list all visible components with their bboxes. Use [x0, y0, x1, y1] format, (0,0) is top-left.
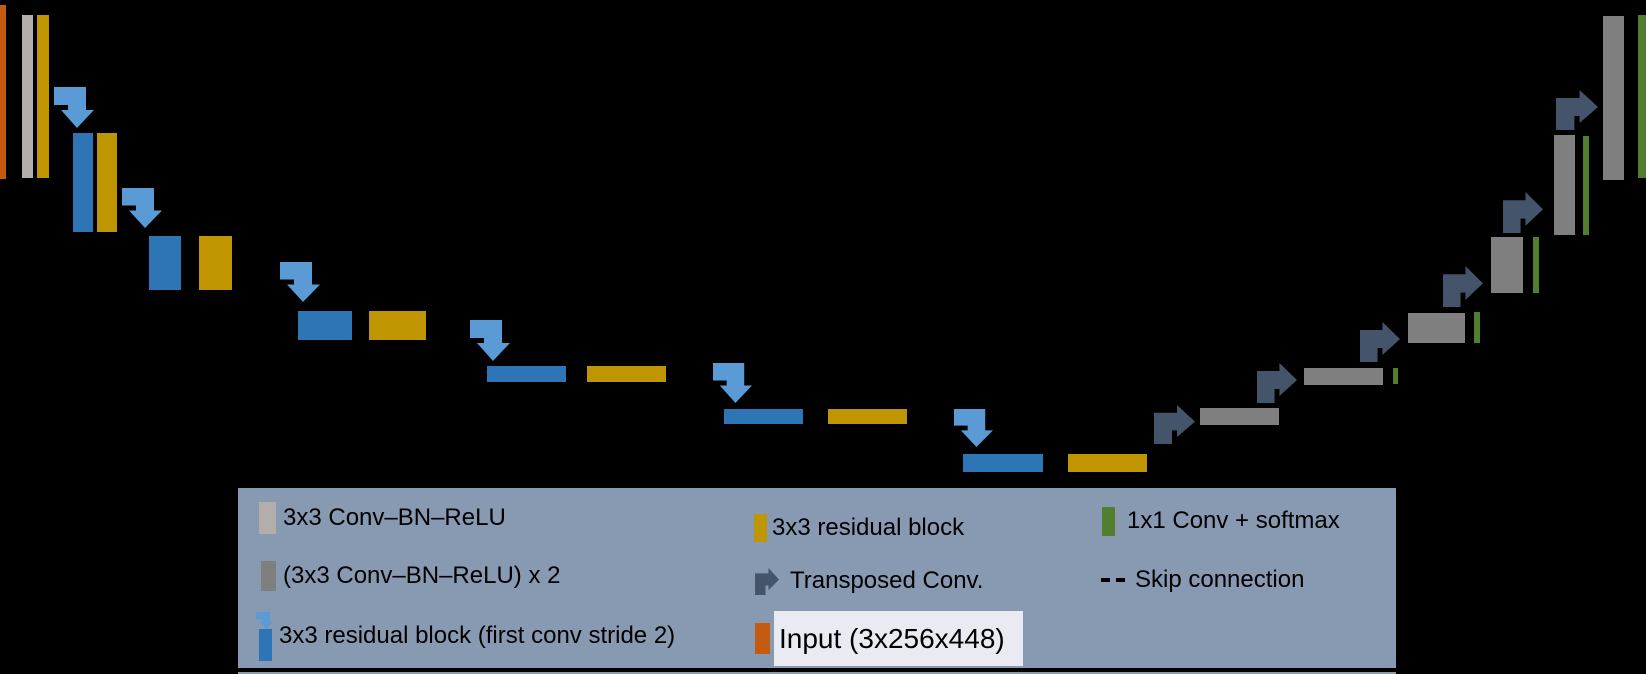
softmax-conv-block: [1533, 237, 1539, 293]
transposed-conv-arrow-icon: [1360, 322, 1400, 362]
residual-swatch: [754, 514, 767, 542]
legend-item-skip-connection: Skip connection: [1101, 565, 1304, 595]
strided-residual-swatch: [258, 628, 272, 661]
skip-connection-icon: [1101, 578, 1125, 582]
input-highlight-box: Input (3x256x448): [774, 611, 1023, 666]
legend-item-residual: 3x3 residual block: [754, 514, 964, 542]
softmax-swatch: [1102, 506, 1115, 536]
conv-swatch: [259, 501, 276, 534]
softmax-conv-block: [1393, 368, 1398, 384]
legend-panel: 3x3 Conv–BN–ReLU (3x3 Conv–BN–ReLU) x 2 …: [238, 488, 1396, 674]
input-swatch: [755, 623, 770, 654]
residual-block: [37, 15, 49, 178]
legend-item-transposed-conv: Transposed Conv.: [755, 567, 983, 595]
downsample-arrow-icon: [470, 320, 510, 361]
residual-block: [369, 311, 426, 340]
legend-label-input: Input (3x256x448): [779, 622, 1005, 654]
legend-bottom-line: [238, 668, 1396, 672]
legend-label-strided-residual: 3x3 residual block (first conv stride 2): [279, 622, 676, 649]
residual-block: [1068, 454, 1147, 472]
residual-block: [828, 409, 907, 424]
softmax-conv-block: [1583, 136, 1589, 235]
strided-residual-block: [149, 236, 181, 290]
legend-item-input: Input (3x256x448): [755, 611, 1023, 666]
strided-residual-icon: [255, 611, 275, 661]
conv-bn-relu-block: [22, 15, 33, 178]
residual-block: [587, 366, 666, 382]
strided-residual-block: [487, 366, 566, 382]
double-conv-block: [1554, 135, 1575, 235]
strided-residual-block: [73, 133, 93, 232]
downsample-arrow-icon: [954, 409, 994, 447]
legend-label-double-conv: (3x3 Conv–BN–ReLU) x 2: [283, 562, 561, 589]
strided-residual-block: [298, 311, 352, 340]
softmax-conv-block: [1638, 15, 1646, 178]
legend-label-softmax: 1x1 Conv + softmax: [1127, 507, 1340, 534]
legend-item-double-conv: (3x3 Conv–BN–ReLU) x 2: [261, 561, 560, 591]
legend-item-softmax: 1x1 Conv + softmax: [1102, 506, 1340, 536]
double-conv-block: [1603, 16, 1624, 180]
transposed-conv-arrow-icon: [1154, 405, 1195, 444]
strided-residual-block: [724, 409, 803, 424]
down-arrow-icon: [256, 611, 274, 629]
downsample-arrow-icon: [280, 262, 320, 302]
double-conv-block: [1304, 368, 1383, 385]
softmax-conv-block: [1474, 312, 1480, 343]
legend-label-transposed-conv: Transposed Conv.: [790, 567, 984, 594]
legend-label-skip-connection: Skip connection: [1135, 566, 1305, 593]
transposed-conv-arrow-icon: [1443, 266, 1483, 307]
transposed-conv-arrow-icon: [1556, 90, 1598, 130]
residual-block: [97, 133, 117, 232]
double-conv-block: [1408, 313, 1465, 343]
downsample-arrow-icon: [713, 363, 753, 403]
double-conv-swatch: [261, 561, 276, 591]
legend-item-conv-bn-relu: 3x3 Conv–BN–ReLU: [259, 501, 506, 534]
legend-item-strided-residual: 3x3 residual block (first conv stride 2): [255, 610, 675, 662]
downsample-arrow-icon: [54, 87, 94, 128]
strided-residual-block: [963, 454, 1043, 472]
double-conv-block: [1491, 237, 1523, 293]
input-block: [0, 5, 6, 179]
legend-label-conv-bn-relu: 3x3 Conv–BN–ReLU: [283, 503, 506, 531]
transposed-conv-arrow-icon: [1257, 363, 1297, 403]
double-conv-block: [1200, 408, 1279, 425]
transposed-conv-arrow-icon: [1503, 192, 1543, 233]
transposed-conv-icon: [755, 567, 779, 595]
residual-block: [199, 236, 232, 290]
legend-label-residual: 3x3 residual block: [772, 514, 965, 541]
downsample-arrow-icon: [122, 188, 162, 228]
